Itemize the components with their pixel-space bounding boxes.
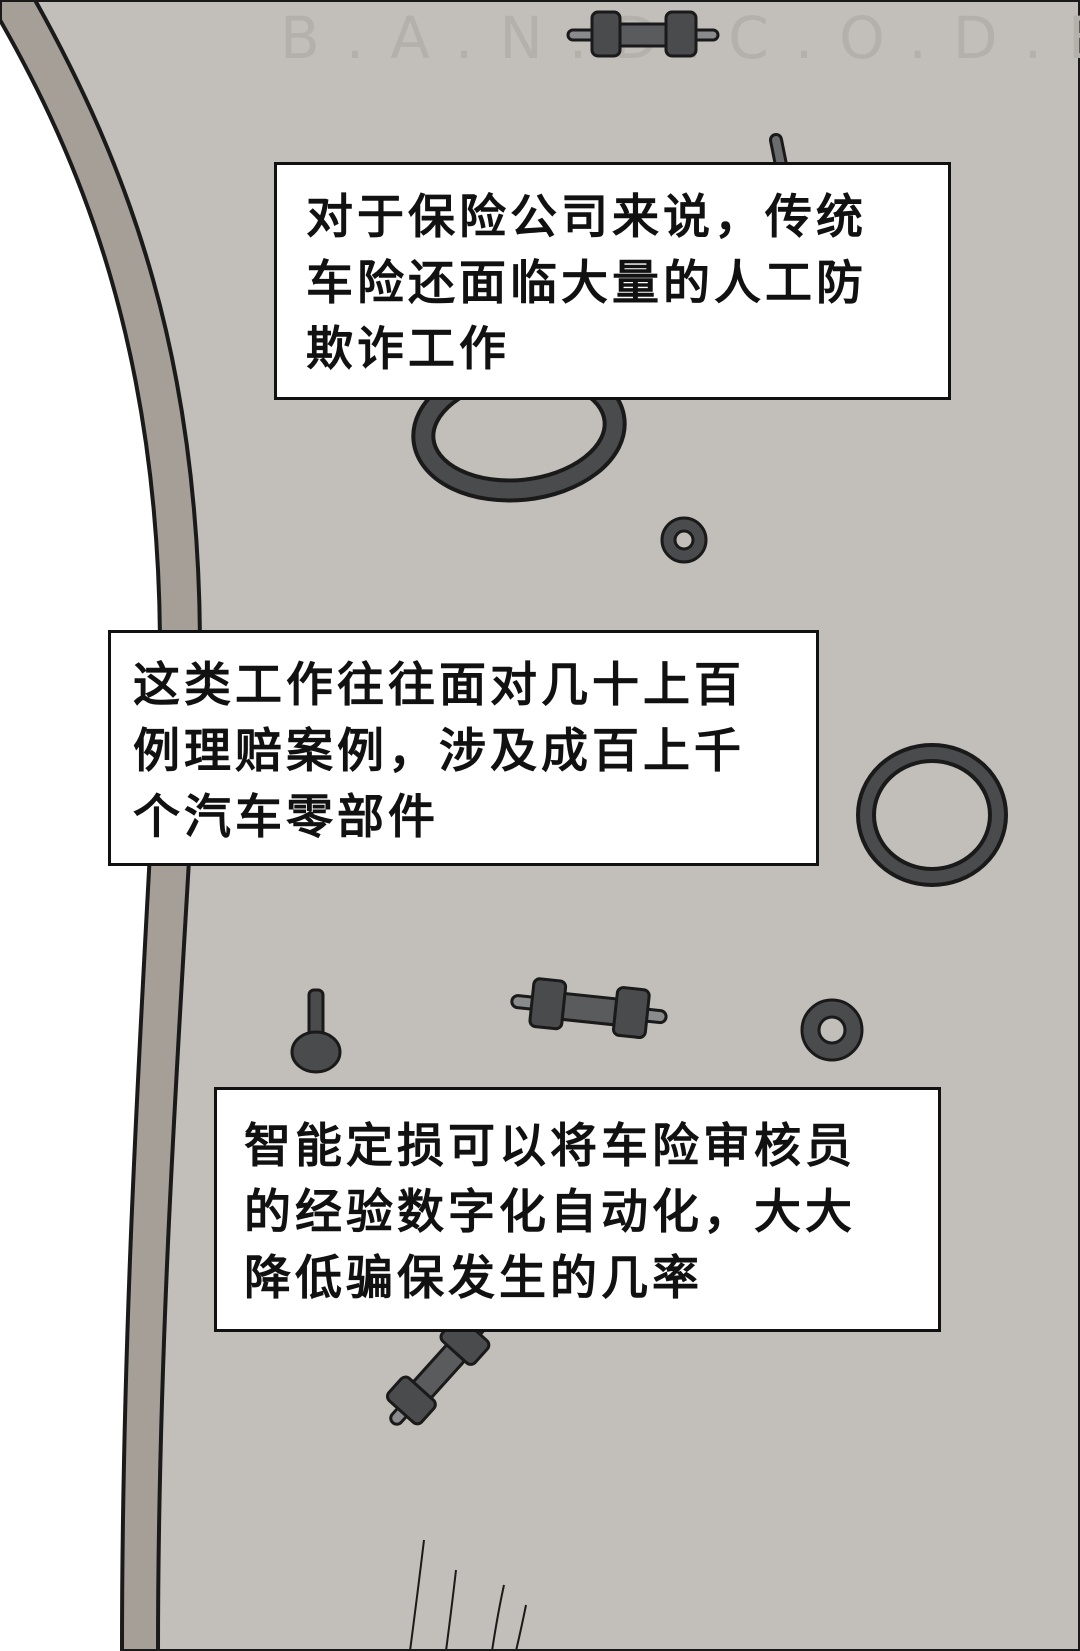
caption-3-line-3: 降低骗保发生的几率 — [244, 1251, 703, 1306]
caption-1-line-1: 对于保险公司来说，传统 — [306, 190, 867, 245]
caption-3-line-1: 智能定损可以将车险审核员 — [244, 1119, 856, 1174]
bolt-icon — [510, 977, 668, 1039]
caption-3-line-2: 的经验数字化自动化，大大 — [244, 1185, 856, 1240]
caption-box-1: 对于保险公司来说，传统 车险还面临大量的人工防 欺诈工作 — [274, 162, 951, 400]
bolt-icon — [566, 10, 720, 58]
caption-2-line-3: 个汽车零部件 — [133, 790, 439, 845]
caption-box-2: 这类工作往往面对几十上百 例理赔案例，涉及成百上千 个汽车零部件 — [108, 630, 819, 866]
nut-icon — [800, 998, 864, 1062]
bolt-icon — [385, 1315, 491, 1426]
screw-icon — [290, 988, 342, 1074]
caption-2-line-1: 这类工作往往面对几十上百 — [133, 658, 745, 713]
caption-1-line-3: 欺诈工作 — [306, 322, 510, 377]
nut-icon — [660, 516, 708, 564]
rubber-ring-icon — [856, 743, 1008, 887]
tread-marks — [409, 1539, 527, 1651]
caption-box-3: 智能定损可以将车险审核员 的经验数字化自动化，大大 降低骗保发生的几率 — [214, 1087, 941, 1332]
caption-2-line-2: 例理赔案例，涉及成百上千 — [133, 724, 745, 779]
caption-1-line-2: 车险还面临大量的人工防 — [306, 256, 867, 311]
